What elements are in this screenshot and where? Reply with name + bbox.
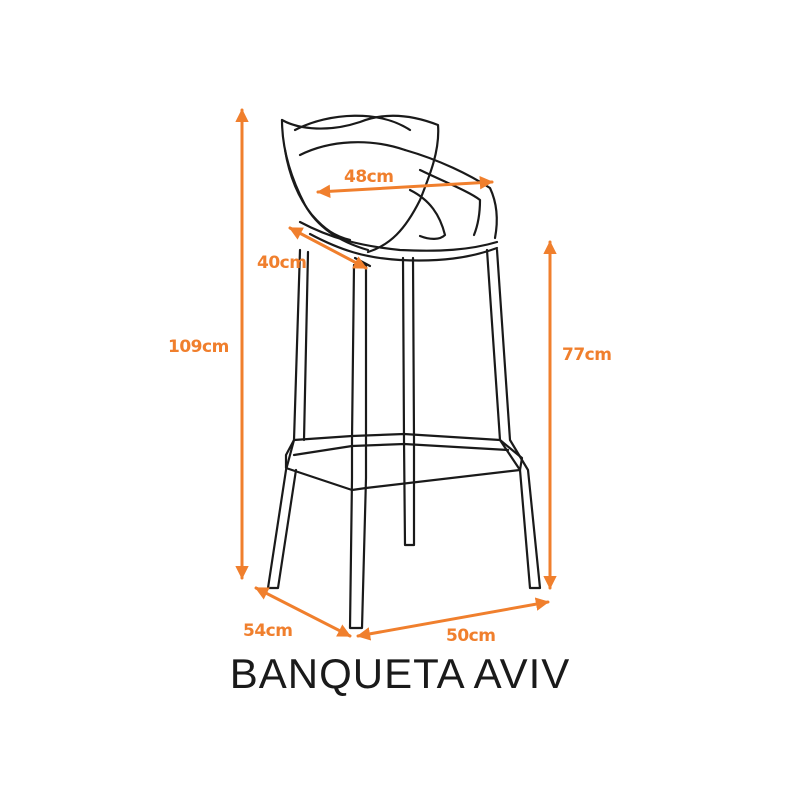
stool-outline <box>266 114 542 630</box>
backrest-loop-right <box>280 114 440 254</box>
leg-back-right <box>401 256 416 547</box>
label-seat-depth: 40cm <box>257 253 306 273</box>
leg-back-left <box>266 248 302 590</box>
footrest-inner <box>292 442 510 457</box>
seat-top <box>298 220 499 252</box>
leg-front-right <box>485 248 542 590</box>
label-seat-width: 48cm <box>344 167 393 187</box>
backrest-inner-arc-2 <box>298 141 407 157</box>
leg-back-left-inner <box>302 250 310 442</box>
label-total-height: 109cm <box>168 337 229 357</box>
arrow-seat-depth <box>288 226 368 270</box>
arm-left <box>283 148 352 242</box>
product-title: BANQUETA AVIV <box>229 650 571 697</box>
arrow-base-width <box>356 597 550 641</box>
label-base-width: 50cm <box>446 626 495 646</box>
arrow-base-depth <box>254 586 352 638</box>
label-base-depth: 54cm <box>243 621 292 641</box>
arm-right-loop <box>408 188 447 240</box>
dimension-arrows <box>235 108 557 641</box>
label-seat-height: 77cm <box>562 345 611 365</box>
footrest <box>284 432 524 492</box>
arm-right-inner <box>418 168 482 237</box>
backrest-inner-arc <box>293 114 412 132</box>
arrow-seat-width <box>316 175 494 199</box>
